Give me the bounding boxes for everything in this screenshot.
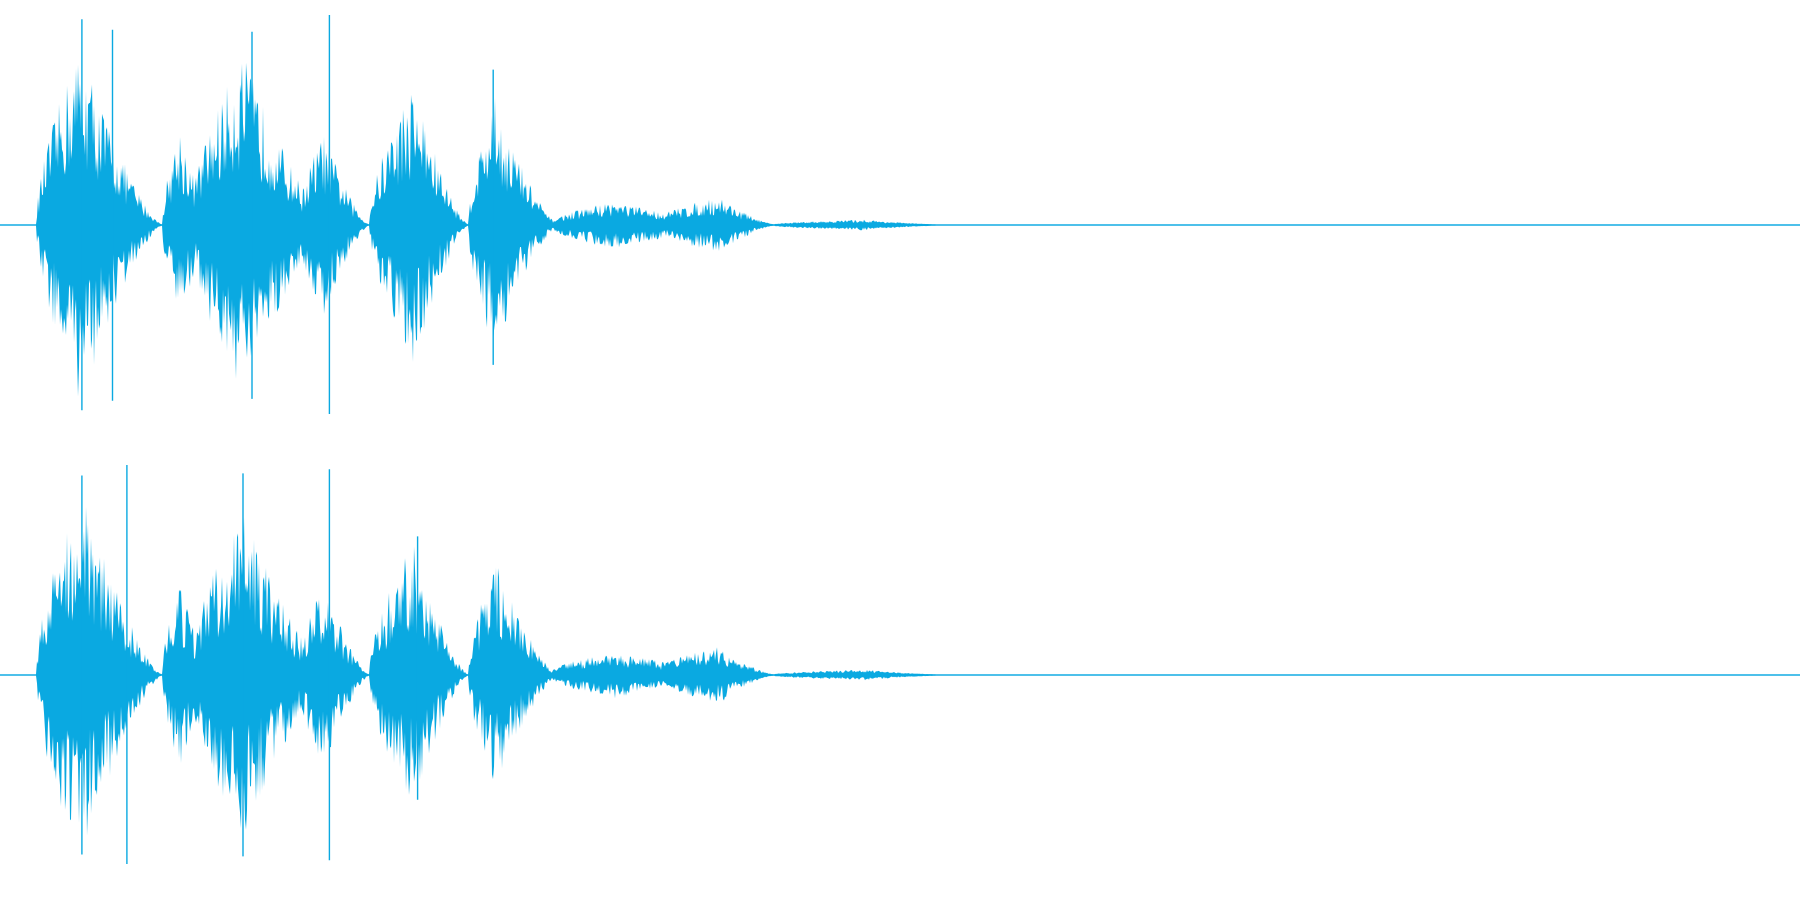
channel-2-track bbox=[0, 465, 1800, 864]
channel-1-track bbox=[0, 15, 1800, 414]
channel-2-waveform bbox=[0, 506, 1800, 836]
channel-1-spikes bbox=[81, 15, 494, 414]
channel-1-waveform bbox=[0, 62, 1800, 397]
channel-2-spikes bbox=[81, 465, 419, 864]
